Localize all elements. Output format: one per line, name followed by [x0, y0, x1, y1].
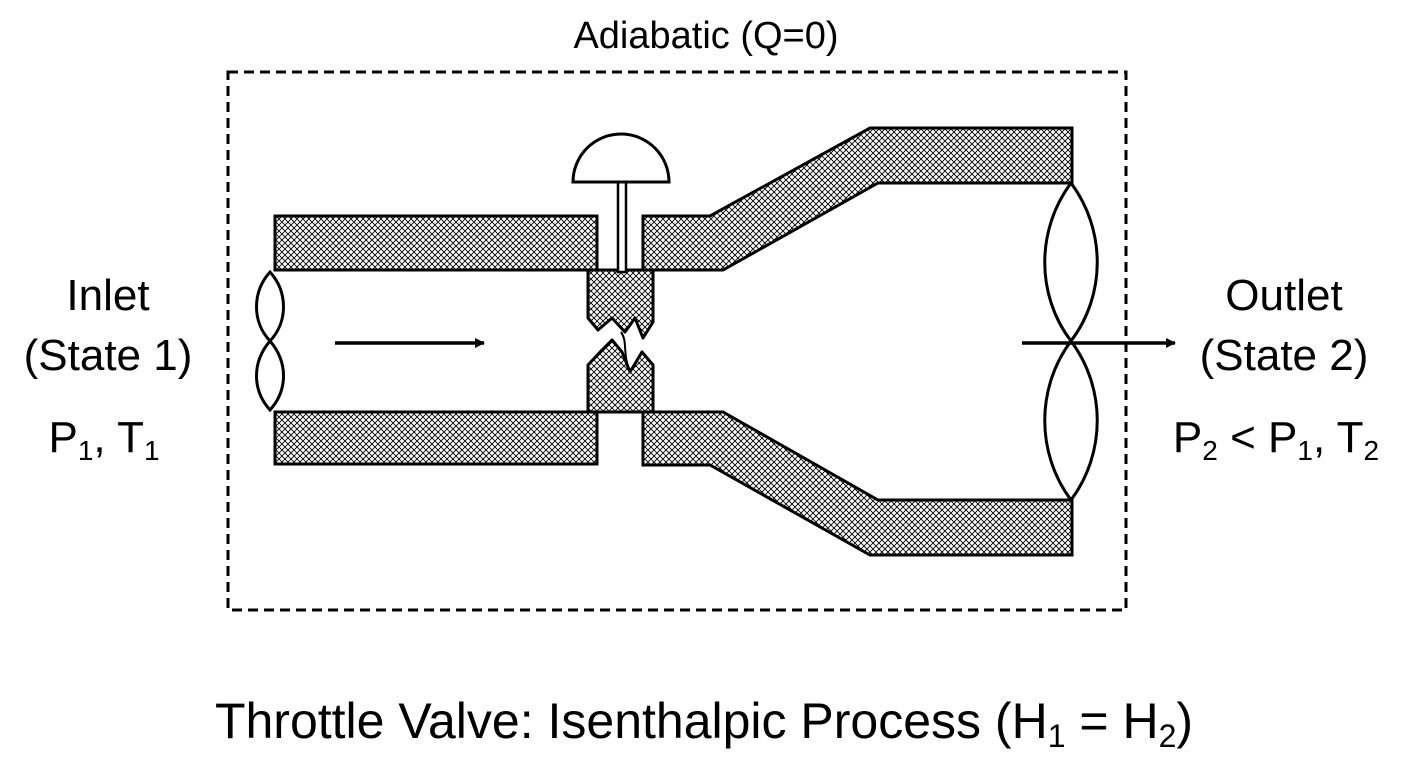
outlet-p2-symbol: P	[1173, 413, 1202, 462]
outlet-title: Outlet	[1225, 271, 1342, 320]
caption-h2-symbol: H	[1122, 693, 1158, 749]
caption-prefix: Throttle Valve: Isenthalpic Process (	[215, 693, 1012, 749]
inlet-separator: ,	[93, 413, 117, 462]
outlet-less-than: <	[1218, 413, 1268, 462]
outlet-t-symbol: T	[1337, 413, 1364, 462]
caption-h1-subscript: 1	[1048, 718, 1066, 754]
outlet-diffuser-bottom-wall	[641, 410, 1074, 557]
outlet-p1-symbol: P	[1268, 413, 1297, 462]
inlet-control-surface-lower	[255, 338, 285, 413]
outlet-diffuser-top-wall	[641, 126, 1074, 272]
outlet-p2-subscript: 2	[1202, 435, 1218, 466]
inlet-properties: P1, T1	[48, 413, 159, 466]
outlet-separator: ,	[1313, 413, 1337, 462]
caption-equals: =	[1066, 693, 1123, 749]
caption-suffix: )	[1176, 693, 1193, 749]
valve-handle-knob	[571, 132, 671, 184]
inlet-p-symbol: P	[48, 413, 77, 462]
inlet-pipe-top-wall	[273, 214, 599, 272]
inlet-pipe-bottom-wall	[273, 410, 599, 466]
caption-h1-symbol: H	[1012, 693, 1048, 749]
diagram-caption: Throttle Valve: Isenthalpic Process (H1 …	[215, 693, 1193, 754]
valve-restriction-upper	[586, 268, 655, 340]
outlet-t-subscript: 2	[1364, 435, 1380, 466]
outlet-control-surface-upper	[1043, 180, 1099, 344]
caption-h2-subscript: 2	[1159, 718, 1177, 754]
inlet-t-symbol: T	[117, 413, 144, 462]
inlet-control-surface-upper	[255, 269, 285, 344]
inlet-state: (State 1)	[24, 331, 193, 380]
boundary-label: Adiabatic (Q=0)	[573, 15, 838, 57]
inlet-t-subscript: 1	[144, 435, 160, 466]
inlet-p-subscript: 1	[78, 435, 94, 466]
outlet-state: (State 2)	[1200, 331, 1369, 380]
outlet-p1-subscript: 1	[1297, 435, 1313, 466]
outlet-control-surface-lower	[1043, 338, 1099, 503]
valve-restriction-lower	[586, 338, 655, 414]
outlet-properties: P2 < P1, T2	[1173, 413, 1379, 466]
valve-stem	[616, 180, 628, 274]
inlet-title: Inlet	[66, 271, 149, 320]
system-boundary-dashed-box	[226, 70, 1128, 612]
valve-gap-line	[620, 331, 631, 373]
